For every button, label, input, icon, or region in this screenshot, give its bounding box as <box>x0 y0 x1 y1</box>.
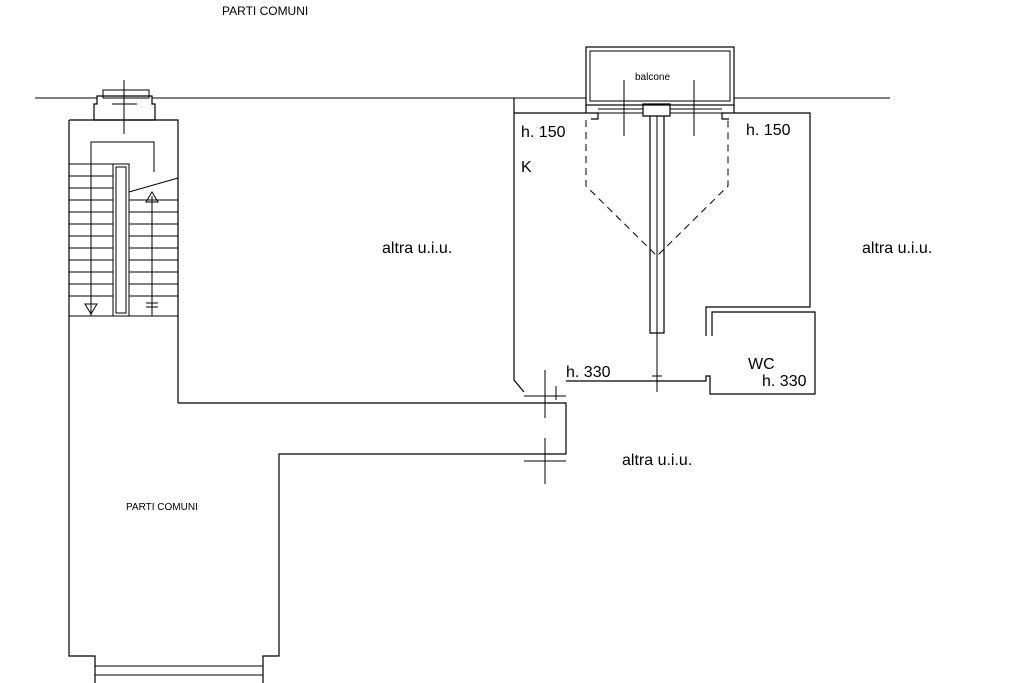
stair-arrow-up-icon <box>145 191 159 316</box>
kitchen-label: K <box>521 159 532 176</box>
wc-height-label: h. 330 <box>762 373 807 390</box>
apartment-walls <box>513 98 816 484</box>
common-area-outline <box>68 316 524 683</box>
balcony-label: balcone <box>635 72 670 83</box>
wc-label: WC <box>748 356 775 373</box>
unit-bottom-label: altra u.i.u. <box>622 452 692 469</box>
hall-height-label: h. 330 <box>566 364 611 381</box>
column-cap <box>93 80 156 134</box>
unit-center-label: altra u.i.u. <box>382 240 452 257</box>
balcony <box>585 46 735 136</box>
stair-arrow-down-icon <box>84 150 98 315</box>
unit-right-label: altra u.i.u. <box>862 240 932 257</box>
stairwell <box>68 119 179 403</box>
kitchen-height-right-label: h. 150 <box>746 122 791 139</box>
central-partition <box>642 103 671 392</box>
bottom-common-label: PARTI COMUNI <box>126 502 198 513</box>
kitchen-height-left-label: h. 150 <box>521 124 566 141</box>
stair-treads <box>69 163 178 297</box>
top-common-label: PARTI COMUNI <box>222 4 308 18</box>
